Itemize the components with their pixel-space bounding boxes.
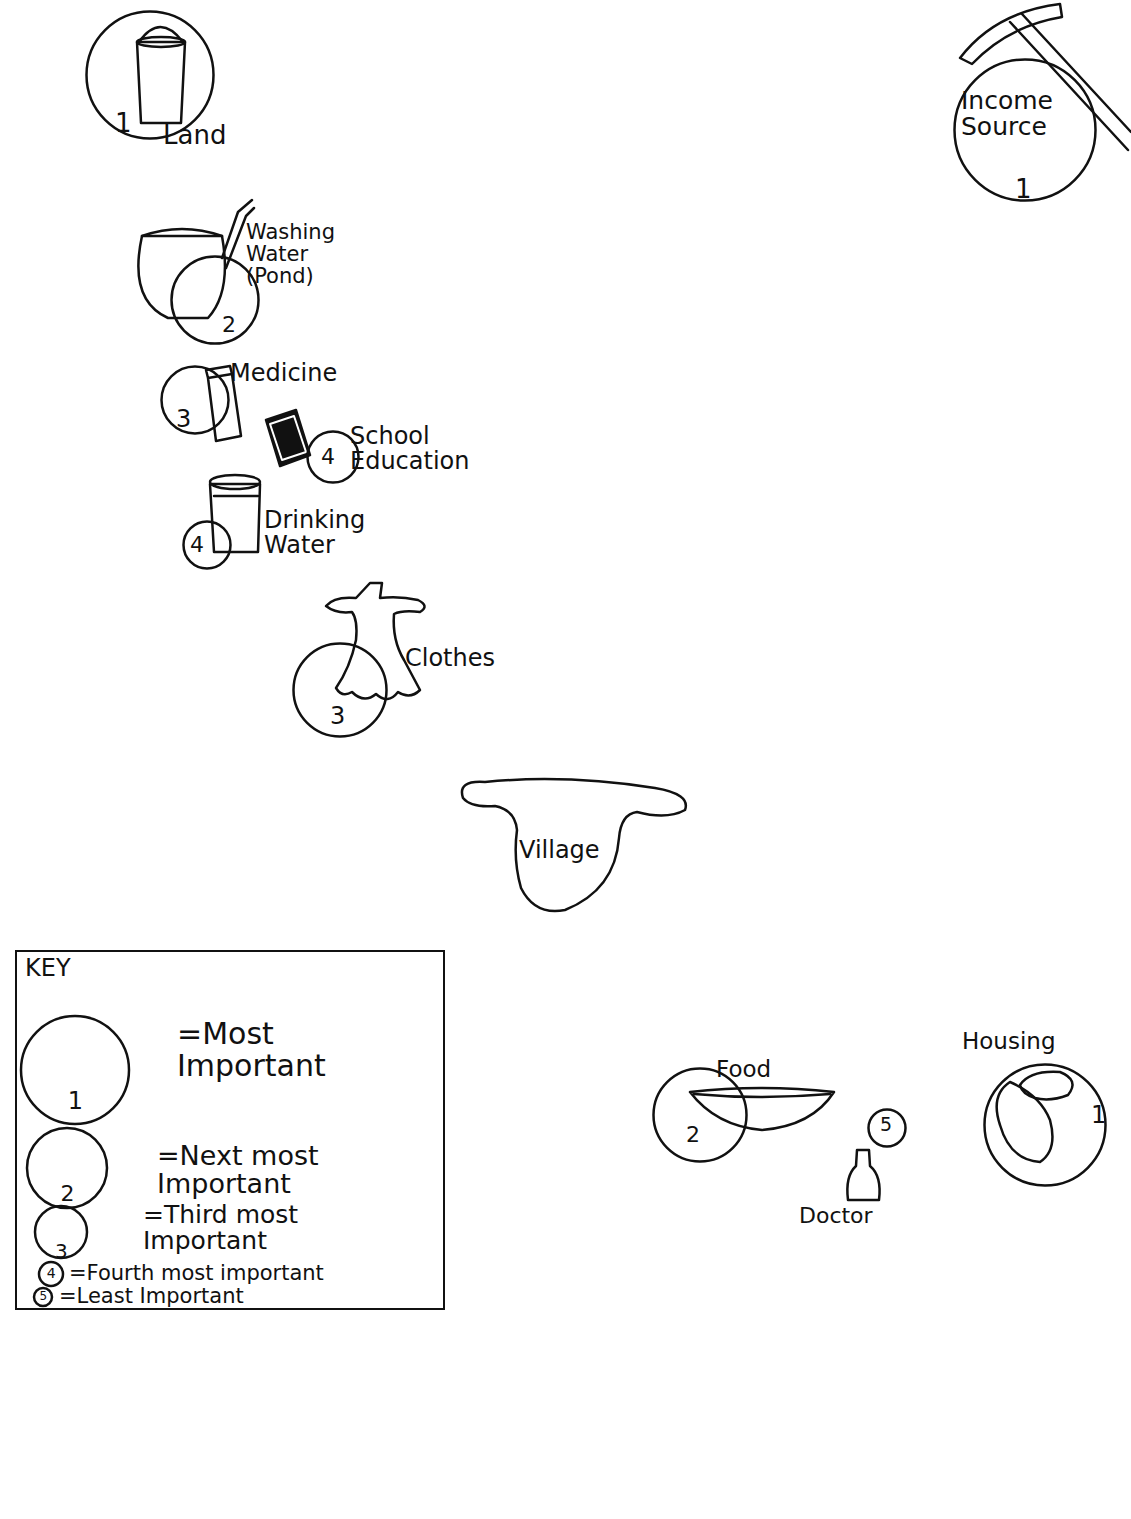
importance-circle [869,1110,906,1147]
book-pages [270,416,306,460]
importance-circle [172,257,259,344]
need-node: 1Land [85,10,215,140]
key-circle [27,1128,107,1208]
rank-number: 5 [880,1115,892,1135]
cup-rim [210,475,260,489]
importance-circle [87,12,214,139]
key-title: KEY [25,956,71,981]
key-text: =Third most Important [143,1202,333,1255]
need-label: Land [163,122,226,149]
need-label: Food [716,1057,771,1081]
bowl-icon [690,1088,834,1130]
pickaxe-head [960,4,1062,64]
bucket-rim [137,37,185,47]
key-number: 3 [55,1241,68,1262]
need-label: Drinking Water [264,508,394,558]
rank-number: 3 [330,704,345,729]
need-label: Doctor [799,1204,873,1227]
rank-number: 4 [321,445,335,468]
dress-icon [326,583,425,699]
need-label: School Education [350,424,485,474]
village-node: Village [455,770,690,915]
need-node: 4School Education [306,430,360,484]
bucket-handle [139,27,183,42]
key-circle [21,1016,129,1124]
node-outline [160,365,230,435]
key-number: 1 [68,1089,83,1114]
cup-band [214,495,258,498]
importance-circle [294,644,387,737]
need-node: 3Clothes [292,642,388,738]
need-label: Medicine [230,361,337,386]
bucket-icon [137,42,185,123]
rank-number: 2 [222,313,236,336]
importance-circle [985,1065,1106,1186]
bowl-rim [694,1094,830,1097]
need-label: Clothes [405,646,495,671]
doctor-bottle-icon [847,1150,879,1200]
rank-number: 1 [1015,176,1032,203]
need-node: 2Washing Water (Pond) [170,255,260,345]
need-node: 5Doctor [867,1108,907,1148]
key-circle [34,1288,52,1306]
key-number: 4 [47,1266,56,1281]
village-outline [462,779,686,911]
key-number: 2 [60,1182,74,1205]
need-node: 2Food [652,1067,748,1163]
key-text: =Fourth most important [69,1262,324,1284]
node-outline [85,10,215,140]
key-text: =Least Important [59,1285,244,1307]
need-label: Income Source [961,88,1079,141]
node-outline [983,1063,1107,1187]
need-label: Village [519,838,600,863]
kettle-lid [142,229,222,236]
need-node: 3Medicine [160,365,230,435]
rank-number: 1 [1091,1103,1106,1128]
importance-circle [654,1069,747,1162]
kettle-icon [138,236,225,318]
need-node: Income Source 1 [953,58,1097,202]
need-node: Housing1 [983,1063,1107,1187]
need-label: Housing [962,1029,1056,1053]
rank-number: 3 [176,407,191,432]
key-circle [39,1262,63,1286]
rank-number: 4 [190,533,204,556]
cup-icon [210,484,260,552]
key-number: 5 [39,1290,47,1303]
importance-circle [162,367,229,434]
book-icon [266,410,310,466]
key-text: =Next most Important [157,1142,337,1199]
key-box: KEY 1 =Most Important 2 =Next most Important… [15,950,445,1310]
node-outline [182,520,232,570]
rank-number: 2 [686,1123,700,1146]
need-label: Washing Water (Pond) [246,221,346,287]
house-roof [1020,1072,1073,1100]
node-outline [652,1067,748,1163]
key-text: =Most Important [177,1018,367,1081]
importance-circle [184,522,231,569]
rank-number: 1 [115,110,132,137]
need-node: 4Drinking Water [182,520,232,570]
